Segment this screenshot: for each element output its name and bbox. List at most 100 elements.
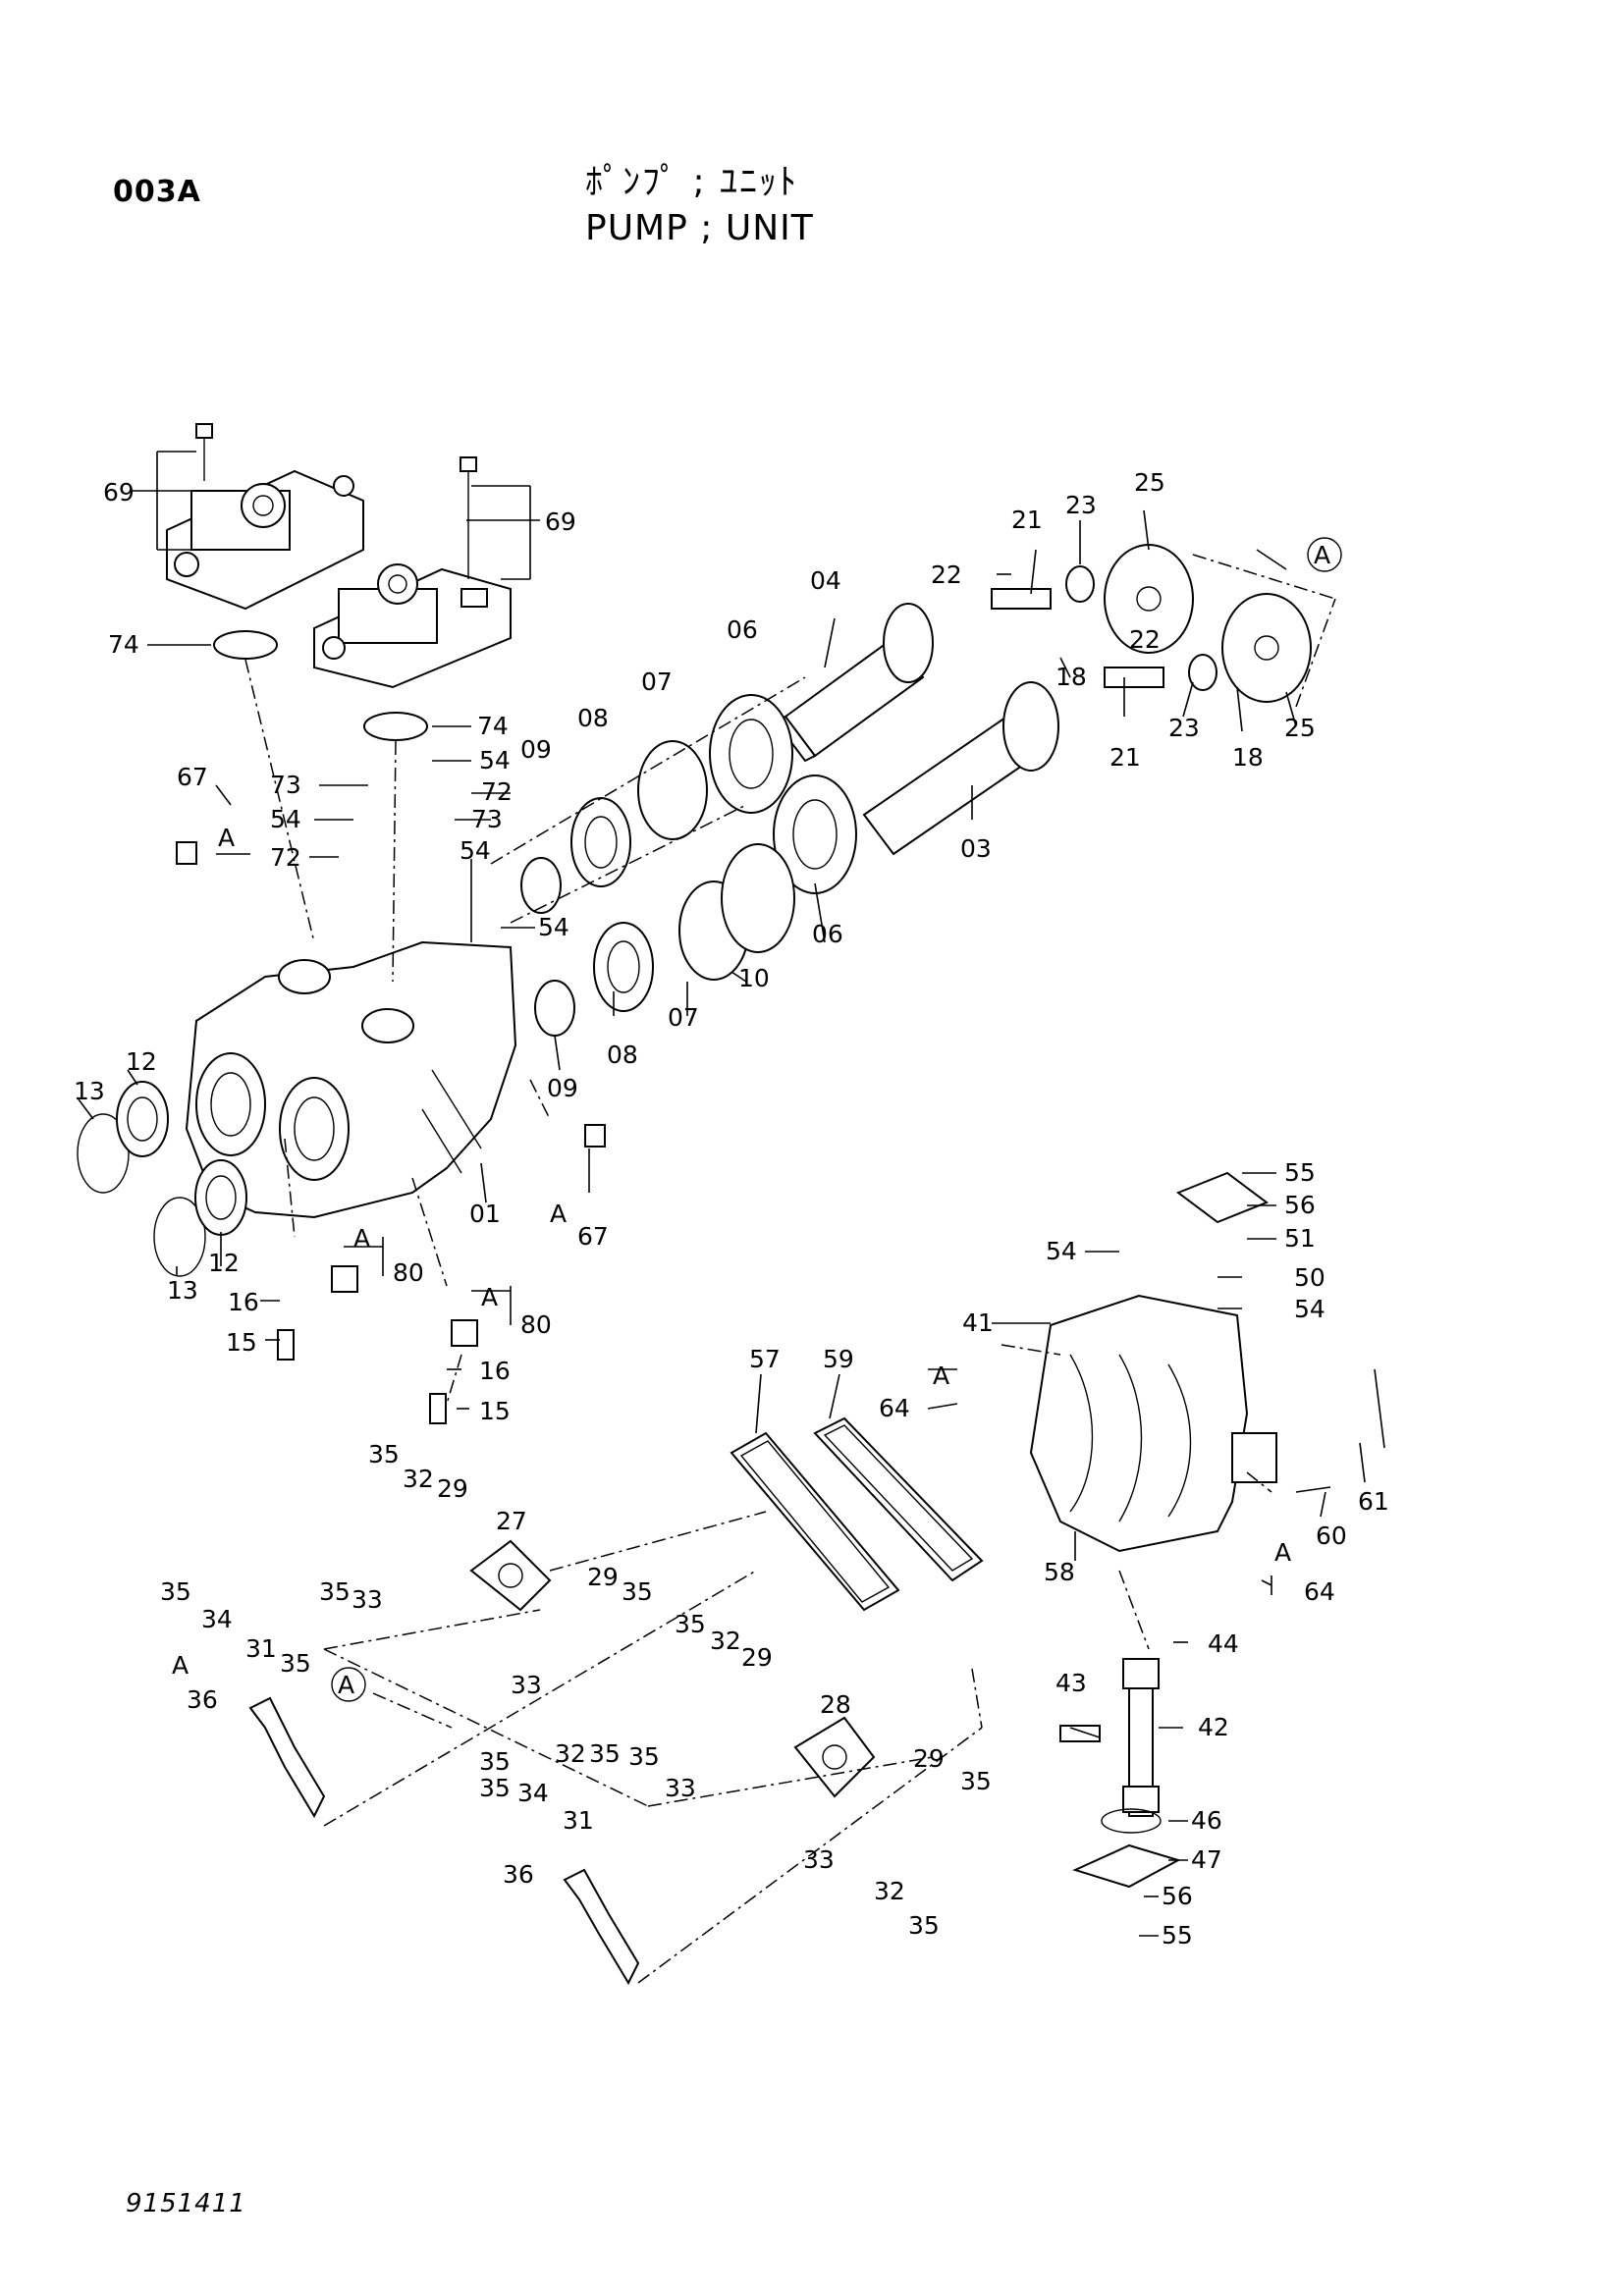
callout-01: 01	[469, 1200, 501, 1228]
callout-35: 35	[622, 1577, 653, 1606]
callout-29: 29	[437, 1474, 468, 1503]
callout-23: 23	[1168, 714, 1200, 742]
ref-mark-a: A	[353, 1224, 370, 1253]
callout-64: 64	[879, 1394, 910, 1422]
callout-12: 12	[126, 1047, 157, 1076]
callout-36: 36	[503, 1860, 534, 1889]
callout-09: 09	[520, 735, 552, 764]
callout-46: 46	[1191, 1806, 1222, 1835]
callout-36: 36	[187, 1685, 218, 1714]
pump-casing	[185, 940, 517, 1219]
cover-27	[469, 1539, 552, 1612]
page-code: 003A	[113, 175, 201, 209]
callout-09: 09	[547, 1074, 578, 1102]
callout-32: 32	[403, 1465, 434, 1493]
callout-03: 03	[960, 834, 992, 863]
callout-42: 42	[1198, 1713, 1229, 1741]
callout-08: 08	[607, 1041, 638, 1069]
callout-72: 72	[481, 777, 513, 806]
callout-67: 67	[577, 1222, 609, 1251]
callout-25: 25	[1134, 468, 1165, 497]
callout-21: 21	[1011, 506, 1043, 534]
callout-35: 35	[675, 1610, 706, 1638]
gaskets-57-59	[730, 1416, 984, 1612]
ref-mark-a: A	[550, 1200, 567, 1228]
o-ring-74-right	[363, 712, 428, 741]
plugs-80-15	[176, 841, 606, 1424]
callout-35: 35	[589, 1739, 621, 1768]
callout-32: 32	[555, 1739, 586, 1768]
callout-35: 35	[319, 1577, 351, 1606]
ref-circle	[1307, 537, 1342, 572]
callout-54: 54	[1046, 1237, 1077, 1265]
page-title-japanese: ﾎﾟﾝﾌﾟ ; ﾕﾆｯﾄ	[585, 162, 799, 202]
callout-69: 69	[103, 478, 135, 507]
callout-12: 12	[208, 1249, 240, 1277]
shaft-42	[1059, 1658, 1181, 1889]
callout-13: 13	[167, 1276, 198, 1305]
callout-54: 54	[460, 836, 491, 865]
callout-34: 34	[517, 1779, 549, 1807]
callout-64: 64	[1304, 1577, 1335, 1606]
callout-73: 73	[270, 771, 301, 799]
callout-74: 74	[108, 630, 139, 659]
callout-32: 32	[710, 1627, 741, 1655]
cover-28	[793, 1716, 876, 1798]
ref-mark-a: A	[218, 824, 235, 852]
callout-35: 35	[908, 1911, 940, 1940]
gear-case-41	[1029, 1171, 1277, 1553]
callout-54: 54	[1294, 1295, 1325, 1323]
callout-44: 44	[1208, 1629, 1239, 1658]
callout-28: 28	[820, 1690, 851, 1719]
callout-57: 57	[749, 1345, 781, 1373]
assembly-dashed-lines	[244, 554, 1336, 1984]
callout-54: 54	[538, 913, 569, 941]
callout-08: 08	[577, 704, 609, 732]
ref-mark-a: A	[172, 1651, 189, 1680]
callout-47: 47	[1191, 1845, 1222, 1874]
callout-25: 25	[1284, 714, 1316, 742]
callout-56: 56	[1284, 1191, 1316, 1219]
rings-13-12	[77, 1081, 247, 1277]
page-title-english: PUMP ; UNIT	[585, 208, 814, 248]
callout-06: 06	[727, 615, 758, 644]
callout-35: 35	[368, 1440, 400, 1468]
callout-35: 35	[160, 1577, 191, 1606]
ref-mark-a: A	[1314, 541, 1330, 569]
o-ring-74-left	[213, 630, 278, 660]
part-callouts: 69 69 74 74 25 25 23 23 21 21 22 22 18 1…	[74, 468, 1389, 1949]
callout-22: 22	[1129, 625, 1161, 654]
callout-15: 15	[479, 1397, 511, 1425]
callout-58: 58	[1044, 1558, 1075, 1586]
callout-32: 32	[874, 1877, 905, 1905]
callout-33: 33	[511, 1671, 542, 1699]
callout-43: 43	[1055, 1669, 1087, 1697]
callout-72: 72	[270, 843, 301, 872]
callout-33: 33	[803, 1845, 835, 1874]
callout-69: 69	[545, 507, 576, 536]
callout-35: 35	[479, 1774, 511, 1802]
document-number: 9151411	[126, 2189, 246, 2218]
callout-60: 60	[1316, 1522, 1347, 1550]
callout-31: 31	[563, 1806, 594, 1835]
callout-31: 31	[245, 1634, 277, 1663]
callout-80: 80	[520, 1310, 552, 1339]
regulator-right	[313, 456, 512, 689]
shaft-04	[774, 603, 934, 763]
callout-73: 73	[471, 805, 503, 833]
callout-18: 18	[1232, 743, 1264, 772]
callout-61: 61	[1358, 1487, 1389, 1516]
callout-41: 41	[962, 1308, 994, 1337]
callout-35: 35	[960, 1767, 992, 1795]
callout-56: 56	[1162, 1882, 1193, 1910]
callout-13: 13	[74, 1077, 105, 1105]
callout-29: 29	[913, 1744, 945, 1773]
callout-54: 54	[270, 805, 301, 833]
callout-80: 80	[393, 1258, 424, 1287]
bearings	[520, 694, 857, 1037]
forks-31	[248, 1696, 640, 1986]
callout-29: 29	[587, 1563, 619, 1591]
callout-27: 27	[496, 1507, 527, 1535]
callout-23: 23	[1065, 491, 1097, 519]
callout-35: 35	[479, 1747, 511, 1776]
